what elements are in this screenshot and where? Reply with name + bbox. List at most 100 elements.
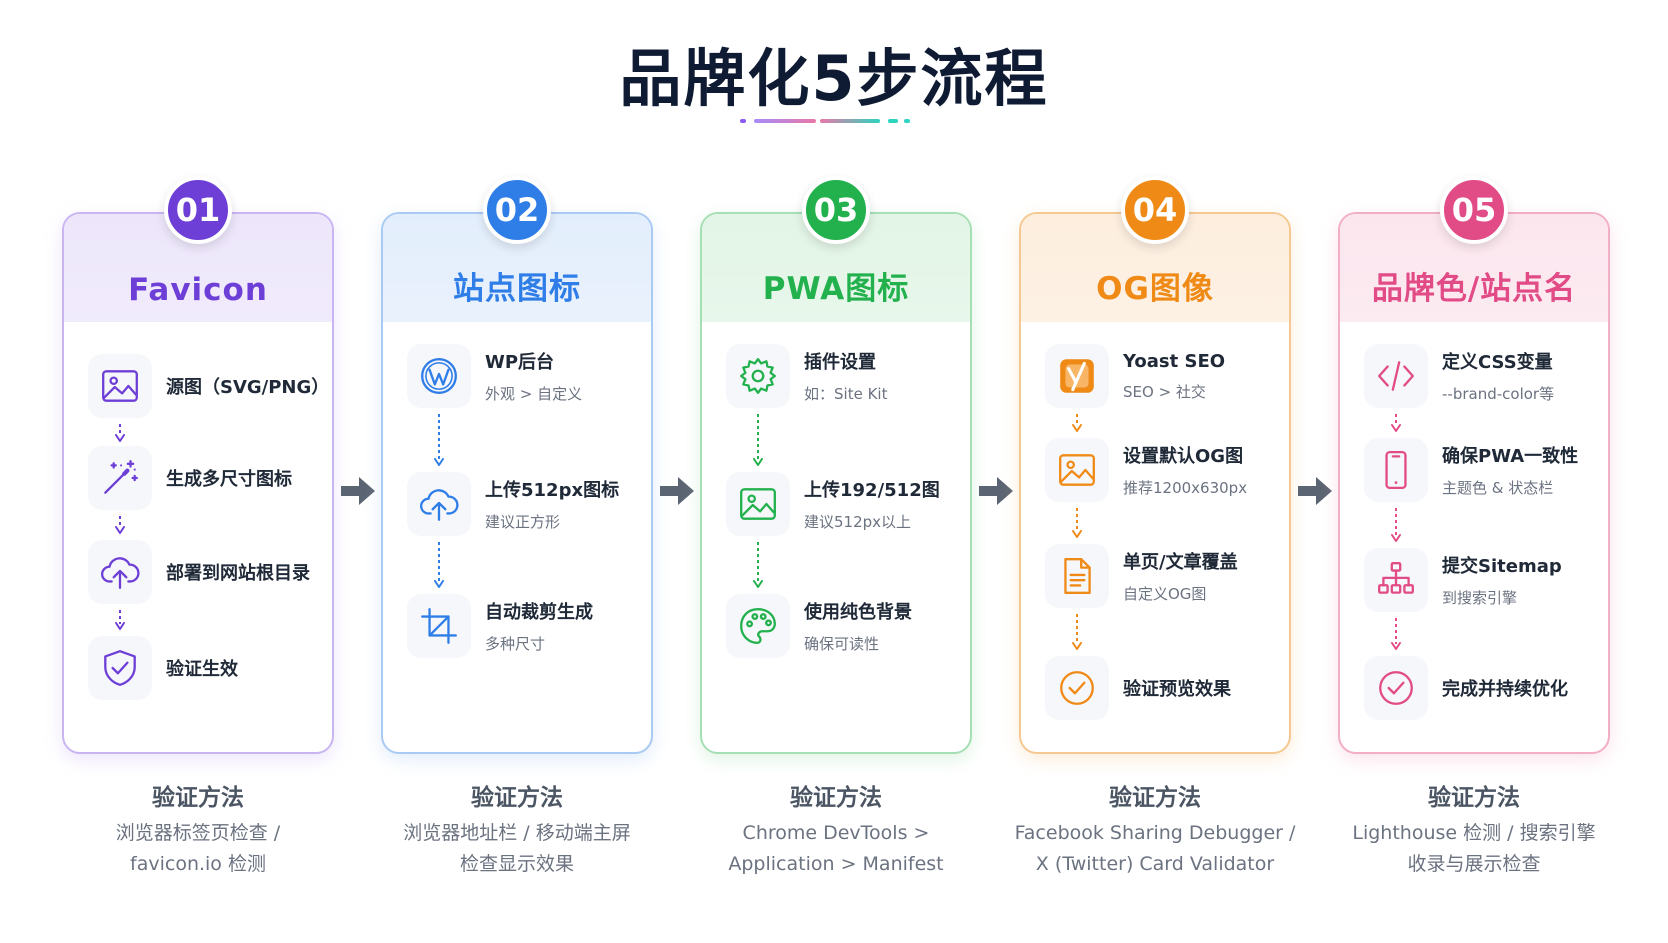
step-number-badge: 01: [164, 176, 232, 244]
step-title: 单页/文章覆盖: [1123, 552, 1238, 573]
check-circle-icon: [1045, 656, 1109, 720]
step-subtitle: --brand-color等: [1442, 385, 1555, 403]
step-subtitle: 建议512px以上: [804, 513, 912, 531]
step-subtitle: 自定义OG图: [1123, 585, 1207, 603]
card-title: PWA图标: [762, 271, 910, 307]
step-subtitle: 多种尺寸: [485, 635, 546, 653]
verify-line: 检查显示效果: [459, 853, 574, 875]
verify-text: Lighthouse 检测 / 搜索引擎收录与展示检查: [1324, 818, 1624, 880]
verify-line: 浏览器地址栏 / 移动端主屏: [403, 822, 631, 844]
step-text: Yoast SEO SEO > 社交: [1123, 351, 1225, 402]
step-item: 确保PWA一致性主题色 & 状态栏: [1364, 438, 1600, 502]
step-title: 验证预览效果: [1123, 679, 1231, 700]
step-number-badge: 03: [802, 176, 870, 244]
step-text: 完成并持续优化: [1442, 675, 1568, 701]
step-number-badge: 02: [483, 176, 551, 244]
step-item: 验证生效: [88, 636, 324, 700]
step-item: 上传512px图标建议正方形: [407, 472, 643, 536]
down-arrow-icon: [1072, 614, 1082, 650]
step-card: OG图像 Yoast SEO SEO > 社交设置默认OG图推荐1200x630px…: [1019, 212, 1291, 754]
step-title: 使用纯色背景: [804, 602, 912, 623]
step-card: 品牌色/站点名定义CSS变量--brand-color等确保PWA一致性主题色 …: [1338, 212, 1610, 754]
image-icon: [726, 472, 790, 536]
down-arrow-icon: [115, 424, 125, 442]
phone-icon: [1364, 438, 1428, 502]
gear-icon: [726, 344, 790, 408]
verify-line: Application > Manifest: [728, 853, 944, 875]
verify-text: 浏览器地址栏 / 移动端主屏检查显示效果: [367, 818, 667, 880]
step-item: 源图（SVG/PNG）: [88, 354, 329, 418]
verify-text: 浏览器标签页检查 /favicon.io 检测: [48, 818, 348, 880]
step-card: Favicon 源图（SVG/PNG） 生成多尺寸图标部署到网站根目录验证生效: [62, 212, 334, 754]
document-icon: [1045, 544, 1109, 608]
step-text: 使用纯色背景确保可读性: [804, 598, 912, 654]
step-item: 单页/文章覆盖自定义OG图: [1045, 544, 1281, 608]
step-text: 源图（SVG/PNG）: [166, 373, 329, 399]
magic-wand-icon: [88, 446, 152, 510]
step-text: 插件设置如：Site Kit: [804, 348, 887, 404]
card-title: OG图像: [1096, 271, 1214, 307]
step-title: WP后台: [485, 352, 555, 373]
sitemap-icon: [1364, 548, 1428, 612]
image-icon: [1045, 438, 1109, 502]
step-number-badge: 04: [1121, 176, 1189, 244]
step-item: 完成并持续优化: [1364, 656, 1600, 720]
wordpress-icon: [407, 344, 471, 408]
step-text: 确保PWA一致性主题色 & 状态栏: [1442, 442, 1578, 498]
card-header: PWA图标: [702, 214, 970, 322]
step-item: 定义CSS变量--brand-color等: [1364, 344, 1600, 408]
card-title: 品牌色/站点名: [1371, 271, 1577, 307]
step-title: 生成多尺寸图标: [166, 469, 292, 490]
step-subtitle: SEO > 社交: [1123, 382, 1206, 401]
card-header: 站点图标: [383, 214, 651, 322]
card-title: 站点图标: [453, 271, 581, 307]
right-arrow-icon: [1296, 474, 1334, 508]
step-item: 生成多尺寸图标: [88, 446, 324, 510]
step-text: 生成多尺寸图标: [166, 465, 292, 491]
verify-title: 验证方法: [790, 785, 882, 811]
verify-text: Facebook Sharing Debugger /X (Twitter) C…: [1005, 818, 1305, 880]
step-title: 自动裁剪生成: [485, 602, 593, 623]
step-text: WP后台外观 > 自定义: [485, 348, 582, 404]
step-subtitle: 主题色 & 状态栏: [1442, 479, 1554, 497]
cloud-upload-icon: [88, 540, 152, 604]
step-text: 设置默认OG图推荐1200x630px: [1123, 442, 1247, 498]
verify-line: 浏览器标签页检查 /: [115, 822, 281, 844]
verify-line: Chrome DevTools >: [742, 822, 930, 844]
verify-title: 验证方法: [1109, 785, 1201, 811]
step-item: 设置默认OG图推荐1200x630px: [1045, 438, 1281, 502]
down-arrow-icon: [753, 414, 763, 466]
step-title: 插件设置: [804, 352, 876, 373]
title-decoration: [740, 117, 930, 125]
step-item: WP后台外观 > 自定义: [407, 344, 643, 408]
image-icon: [88, 354, 152, 418]
cloud-upload-icon: [407, 472, 471, 536]
step-text: 部署到网站根目录: [166, 559, 310, 585]
verify-title: 验证方法: [152, 785, 244, 811]
step-text: 验证生效: [166, 655, 238, 681]
step-title: 验证生效: [166, 659, 238, 680]
step-subtitle: 确保可读性: [804, 635, 880, 653]
card-title: Favicon: [128, 272, 268, 308]
step-subtitle: 推荐1200x630px: [1123, 479, 1248, 497]
step-text: 单页/文章覆盖自定义OG图: [1123, 548, 1238, 604]
step-title: 完成并持续优化: [1442, 679, 1568, 700]
down-arrow-icon: [115, 610, 125, 630]
step-subtitle: 外观 > 自定义: [485, 385, 583, 403]
down-arrow-icon: [1391, 414, 1401, 432]
step-item: 自动裁剪生成多种尺寸: [407, 594, 643, 658]
check-circle-icon: [1364, 656, 1428, 720]
step-item: Yoast SEO SEO > 社交: [1045, 344, 1281, 408]
verify-title: 验证方法: [471, 785, 563, 811]
down-arrow-icon: [1072, 414, 1082, 432]
code-icon: [1364, 344, 1428, 408]
down-arrow-icon: [434, 414, 444, 466]
step-title: 上传512px图标: [485, 480, 620, 501]
step-item: 使用纯色背景确保可读性: [726, 594, 962, 658]
step-subtitle: 建议正方形: [485, 513, 561, 531]
step-title: Yoast SEO: [1123, 350, 1226, 372]
